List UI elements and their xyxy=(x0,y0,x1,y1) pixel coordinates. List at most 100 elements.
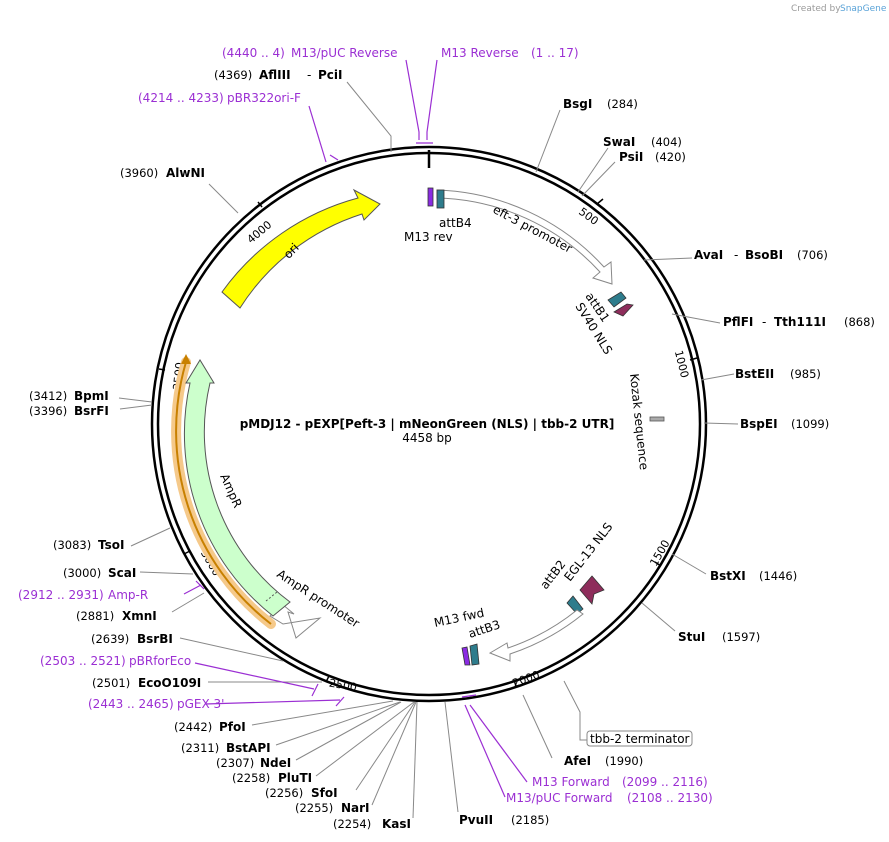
enzyme-name-ecoo109i: EcoO109I xyxy=(138,676,201,690)
enzyme-pos-pluti: (2258) xyxy=(232,771,270,785)
enzyme-pos-nari: (2255) xyxy=(295,801,333,815)
enzyme-name-bstapi: BstAPI xyxy=(226,741,271,755)
egl13-nls-arrow xyxy=(579,575,605,605)
enzyme-name-tsoi: TsoI xyxy=(98,538,124,552)
enzyme-name-pflfi: PflFI xyxy=(723,315,753,329)
primer-range-m13-forward: (2099 .. 2116) xyxy=(622,775,708,789)
primer-name-m13-reverse: M13 Reverse xyxy=(441,46,519,60)
feature-label-attb4: attB4 xyxy=(439,216,472,230)
tick-2500: 2500 xyxy=(328,676,358,694)
enzyme-name-afliii: AflIII xyxy=(259,68,291,82)
enzyme-pos-afei: (1990) xyxy=(605,754,643,768)
feature-labels: attB4 M13 rev eft-3 promoter attB1 SV40 … xyxy=(217,202,693,747)
enzyme-pos-bspei: (1099) xyxy=(791,417,829,431)
ampr-highlight-arrowhead xyxy=(181,354,191,364)
tbb2-terminator-box xyxy=(586,730,693,747)
enzyme-name-pvuii: PvuII xyxy=(459,813,493,827)
ampr-highlight-core xyxy=(175,361,272,625)
enzyme-pos-scai: (3000) xyxy=(63,566,101,580)
enzyme-pos-bpmi: (3412) xyxy=(29,389,67,403)
enzyme-pos-xmni: (2881) xyxy=(76,609,114,623)
attb4-feature xyxy=(436,189,445,209)
enzyme-name-pluti: PluTI xyxy=(278,771,312,785)
primer-labels: (4440 .. 4) M13/pUC Reverse M13 Reverse … xyxy=(18,46,713,805)
primer-range-amp-r: (2912 .. 2931) xyxy=(18,588,104,602)
enzyme-pos-psii: (420) xyxy=(655,150,686,164)
feature-label-ampr: AmpR xyxy=(217,472,244,510)
enzyme-name-kasi: KasI xyxy=(382,817,411,831)
enzyme-name-bsrfi: BsrFI xyxy=(74,404,109,418)
attb3-feature xyxy=(469,643,480,666)
enzyme-pos-pvuii: (2185) xyxy=(511,813,549,827)
primer-name-amp-r: Amp-R xyxy=(108,588,148,602)
primer-name-pbr322ori-f: pBR322ori-F xyxy=(227,91,301,105)
primer-name-m13-puc-forward: M13/pUC Forward xyxy=(506,791,613,805)
credit-brand: SnapGene xyxy=(840,4,887,14)
attb1-feature xyxy=(607,291,627,308)
primer-marks xyxy=(183,59,528,798)
primer-name-pbrforeco: pBRforEco xyxy=(129,654,191,668)
enzyme-pos-ecoo109i: (2501) xyxy=(92,676,130,690)
enzyme-pos-tsoi: (3083) xyxy=(53,538,91,552)
enzyme-labels: (4369) AflIII - PciI BsgI (284) SwaI (40… xyxy=(29,68,875,831)
primer-name-m13-puc-reverse: M13/pUC Reverse xyxy=(291,46,398,60)
enzyme-name-pcii: PciI xyxy=(318,68,343,82)
kozak-feature xyxy=(649,416,665,422)
enzyme-pos-kasi: (2254) xyxy=(333,817,371,831)
enzyme-name-bstxi: BstXI xyxy=(710,569,746,583)
enzyme-name-bsgi: BsgI xyxy=(563,97,592,111)
m13-rev-feature xyxy=(427,187,434,207)
primer-range-m13-puc-reverse: (4440 .. 4) xyxy=(222,46,285,60)
enzyme-pos-bsrfi: (3396) xyxy=(29,404,67,418)
primer-range-pbrforeco: (2503 .. 2521) xyxy=(40,654,126,668)
enzyme-name-psii: PsiI xyxy=(619,150,643,164)
enzyme-pos-bstapi: (2311) xyxy=(181,741,219,755)
enzyme-name-bspei: BspEI xyxy=(740,417,778,431)
enzyme-pos-swai: (404) xyxy=(651,135,682,149)
ampr-promoter-arrow xyxy=(269,603,322,639)
enzyme-pos-pflfi: (868) xyxy=(844,315,875,329)
enzyme-name-nari: NarI xyxy=(341,801,370,815)
enzyme-name-xmni: XmnI xyxy=(122,609,157,623)
enzyme-name-swai: SwaI xyxy=(603,135,635,149)
enzyme-name-scai: ScaI xyxy=(108,566,136,580)
svg-text:-: - xyxy=(762,315,766,329)
backbone-outer-ring xyxy=(150,145,708,703)
primer-range-pgex3: (2443 .. 2465) xyxy=(88,697,174,711)
enzyme-pos-avai: (706) xyxy=(797,248,828,262)
credit-text: Created by xyxy=(791,4,841,14)
primer-range-m13-puc-forward: (2108 .. 2130) xyxy=(627,791,713,805)
svg-text:-: - xyxy=(307,68,311,82)
m13-fwd-feature xyxy=(461,646,471,666)
ori-arrow xyxy=(221,188,381,309)
enzyme-name-afei: AfeI xyxy=(564,754,591,768)
eft3-promoter-arrow xyxy=(436,189,613,285)
enzyme-pos-bsgi: (284) xyxy=(607,97,638,111)
enzyme-name-bsteii: BstEII xyxy=(735,367,774,381)
enzyme-name-bsrbi: BsrBI xyxy=(137,632,173,646)
tick-500: 500 xyxy=(576,205,601,228)
tbb2-terminator-arrow xyxy=(488,609,584,662)
feature-label-egl13-nls: EGL-13 NLS xyxy=(561,520,615,584)
enzyme-pos-stui: (1597) xyxy=(722,630,760,644)
enzyme-pos-bsrbi: (2639) xyxy=(91,632,129,646)
enzyme-name-tth111i: Tth111I xyxy=(774,315,826,329)
enzyme-pos-sfoi: (2256) xyxy=(265,786,303,800)
enzyme-name-stui: StuI xyxy=(678,630,705,644)
enzyme-name-avai: AvaI xyxy=(694,248,723,262)
feature-label-eft3-promoter: eft-3 promoter xyxy=(491,202,575,256)
enzyme-name-bpmi: BpmI xyxy=(74,389,109,403)
enzyme-name-bsobi: BsoBI xyxy=(745,248,783,262)
enzyme-pos-bsteii: (985) xyxy=(790,367,821,381)
primer-range-m13-reverse: (1 .. 17) xyxy=(531,46,579,60)
plasmid-title: pMDJ12 - pEXP[Peft-3 | mNeonGreen (NLS) … xyxy=(240,417,615,431)
tick-1000: 1000 xyxy=(672,349,691,379)
enzyme-pos-afliii: (4369) xyxy=(214,68,252,82)
enzyme-name-pfoi: PfoI xyxy=(219,720,246,734)
svg-text:-: - xyxy=(734,248,738,262)
primer-range-pbr322ori-f: (4214 .. 4233) xyxy=(138,91,224,105)
feature-label-m13-rev: M13 rev xyxy=(404,230,453,244)
tick-2000: 2000 xyxy=(511,668,542,690)
enzyme-pos-bstxi: (1446) xyxy=(759,569,797,583)
